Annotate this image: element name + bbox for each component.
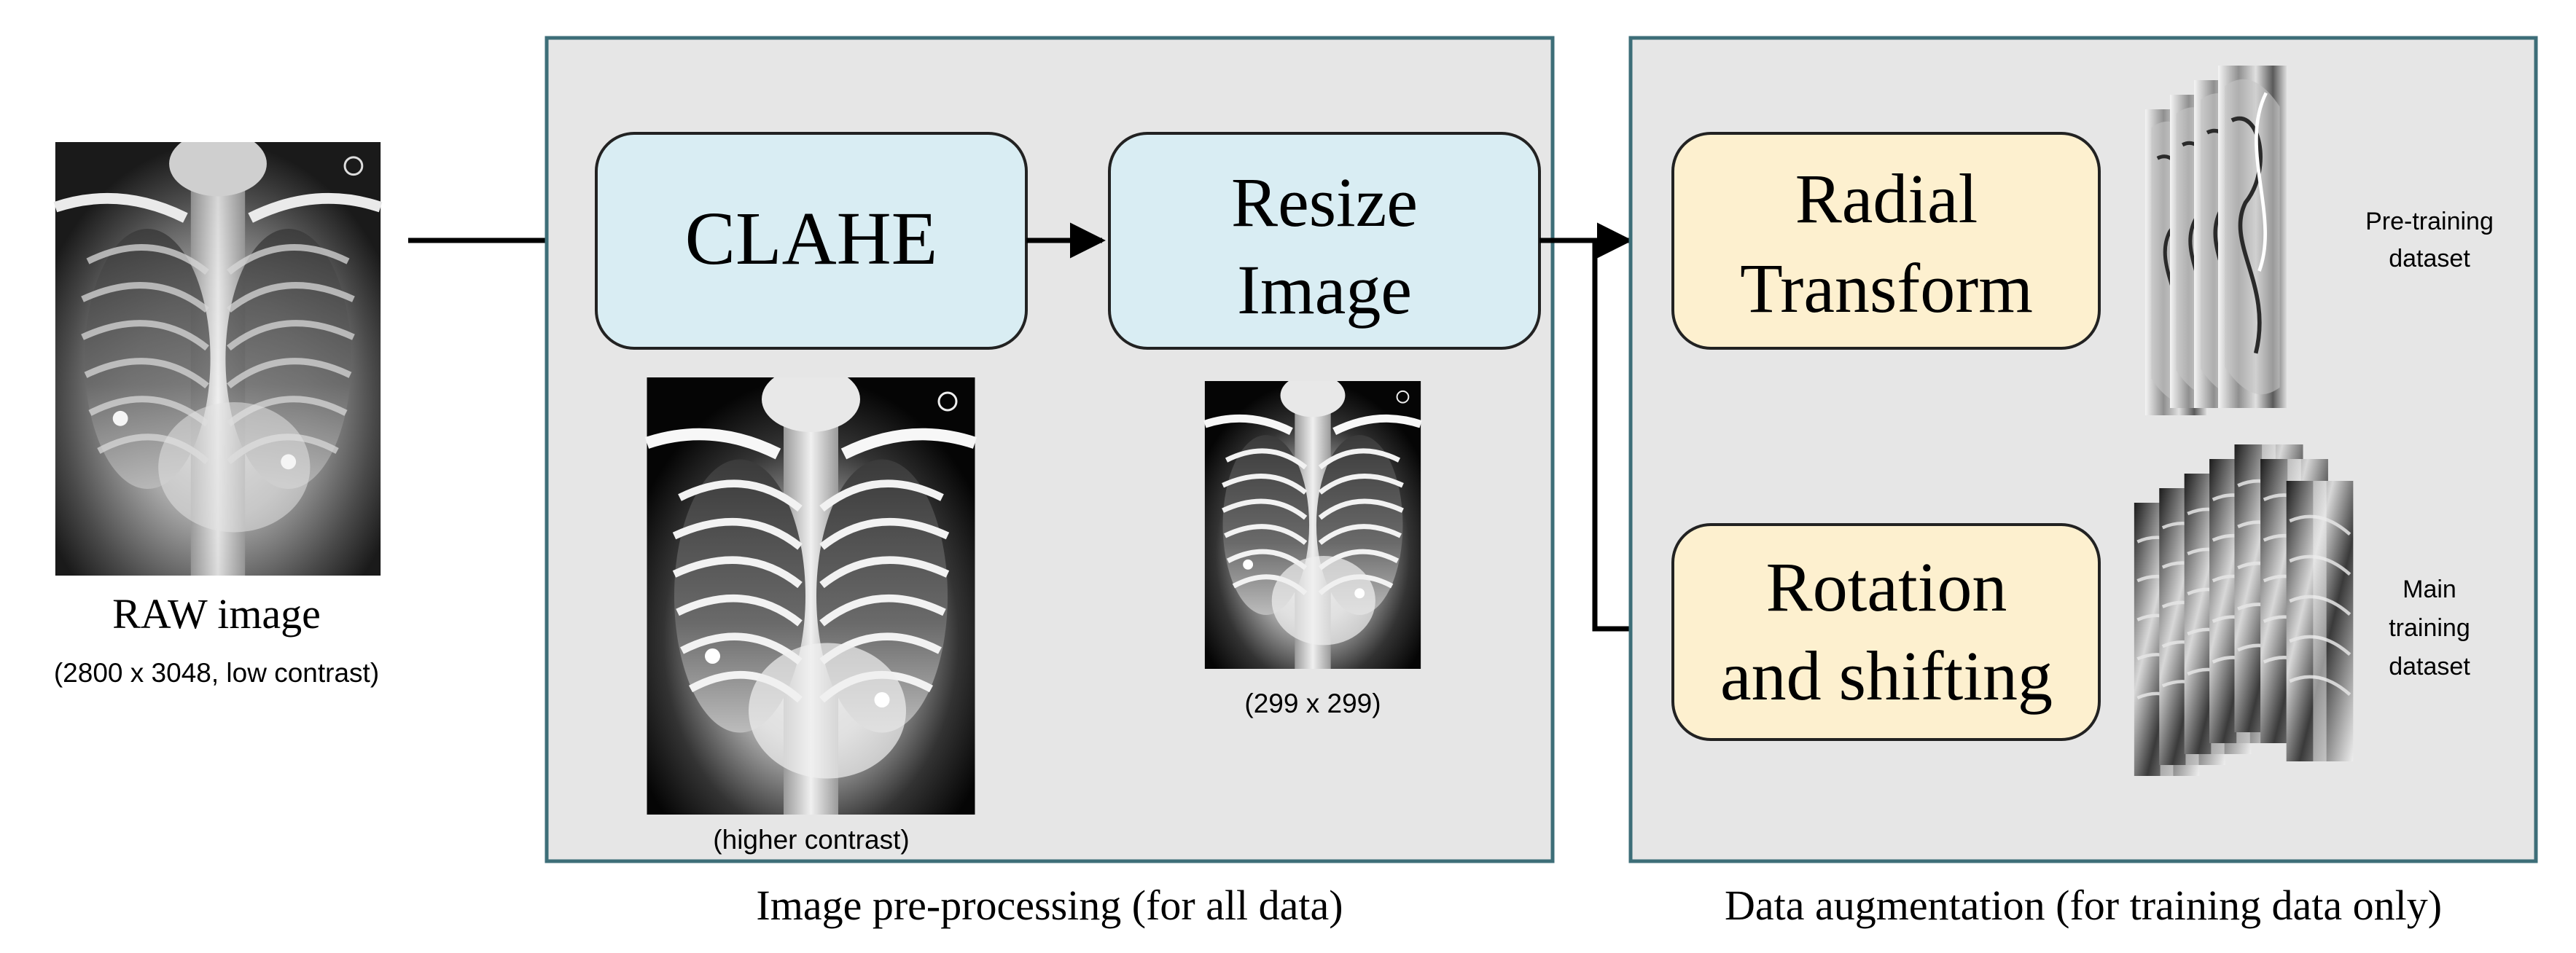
rotation-label-line1: Rotation [1766,548,2007,626]
preprocessing-panel-label: Image pre-processing (for all data) [756,882,1343,929]
raw-xray-image [55,131,380,576]
pretraining-label-line2: dataset [2389,245,2470,272]
clahe-xray-image [647,366,975,815]
raw-image-caption: (2800 x 3048, low contrast) [54,658,379,688]
raw-image-group: RAW image (2800 x 3048, low contrast) [54,131,380,688]
rotation-shifting-box [1671,523,2101,741]
resize-label-line1: Resize [1231,163,1418,241]
main-training-dataset-stack [2134,444,2353,776]
rotation-label-line2: and shifting [1720,637,2053,715]
radial-slice-4 [2218,66,2287,408]
radial-label-line2: Transform [1740,249,2033,327]
radial-transform-box [1671,132,2101,350]
augmentation-panel-label: Data augmentation (for training data onl… [1725,882,2442,929]
pretraining-label-line1: Pre-training [2365,208,2494,235]
pretraining-dataset-stack [2145,66,2287,415]
clahe-caption: (higher contrast) [713,825,909,855]
main-training-label-line3: dataset [2389,653,2470,681]
radial-label-line1: Radial [1795,160,1978,238]
rot-slice-7 [2287,481,2354,761]
main-training-label-line2: training [2389,614,2470,642]
preprocessing-panel: CLAHE Resize Image (higher contrast) (29… [545,36,1555,929]
resized-xray-image [1205,374,1421,669]
raw-image-label: RAW image [112,590,321,638]
resize-caption: (299 x 299) [1244,689,1381,718]
augmentation-panel: Radial Transform Rotation and shifting P… [1628,36,2538,929]
main-training-label-line1: Main [2403,576,2456,603]
resize-label-line2: Image [1237,251,1412,329]
clahe-label: CLAHE [685,197,938,281]
